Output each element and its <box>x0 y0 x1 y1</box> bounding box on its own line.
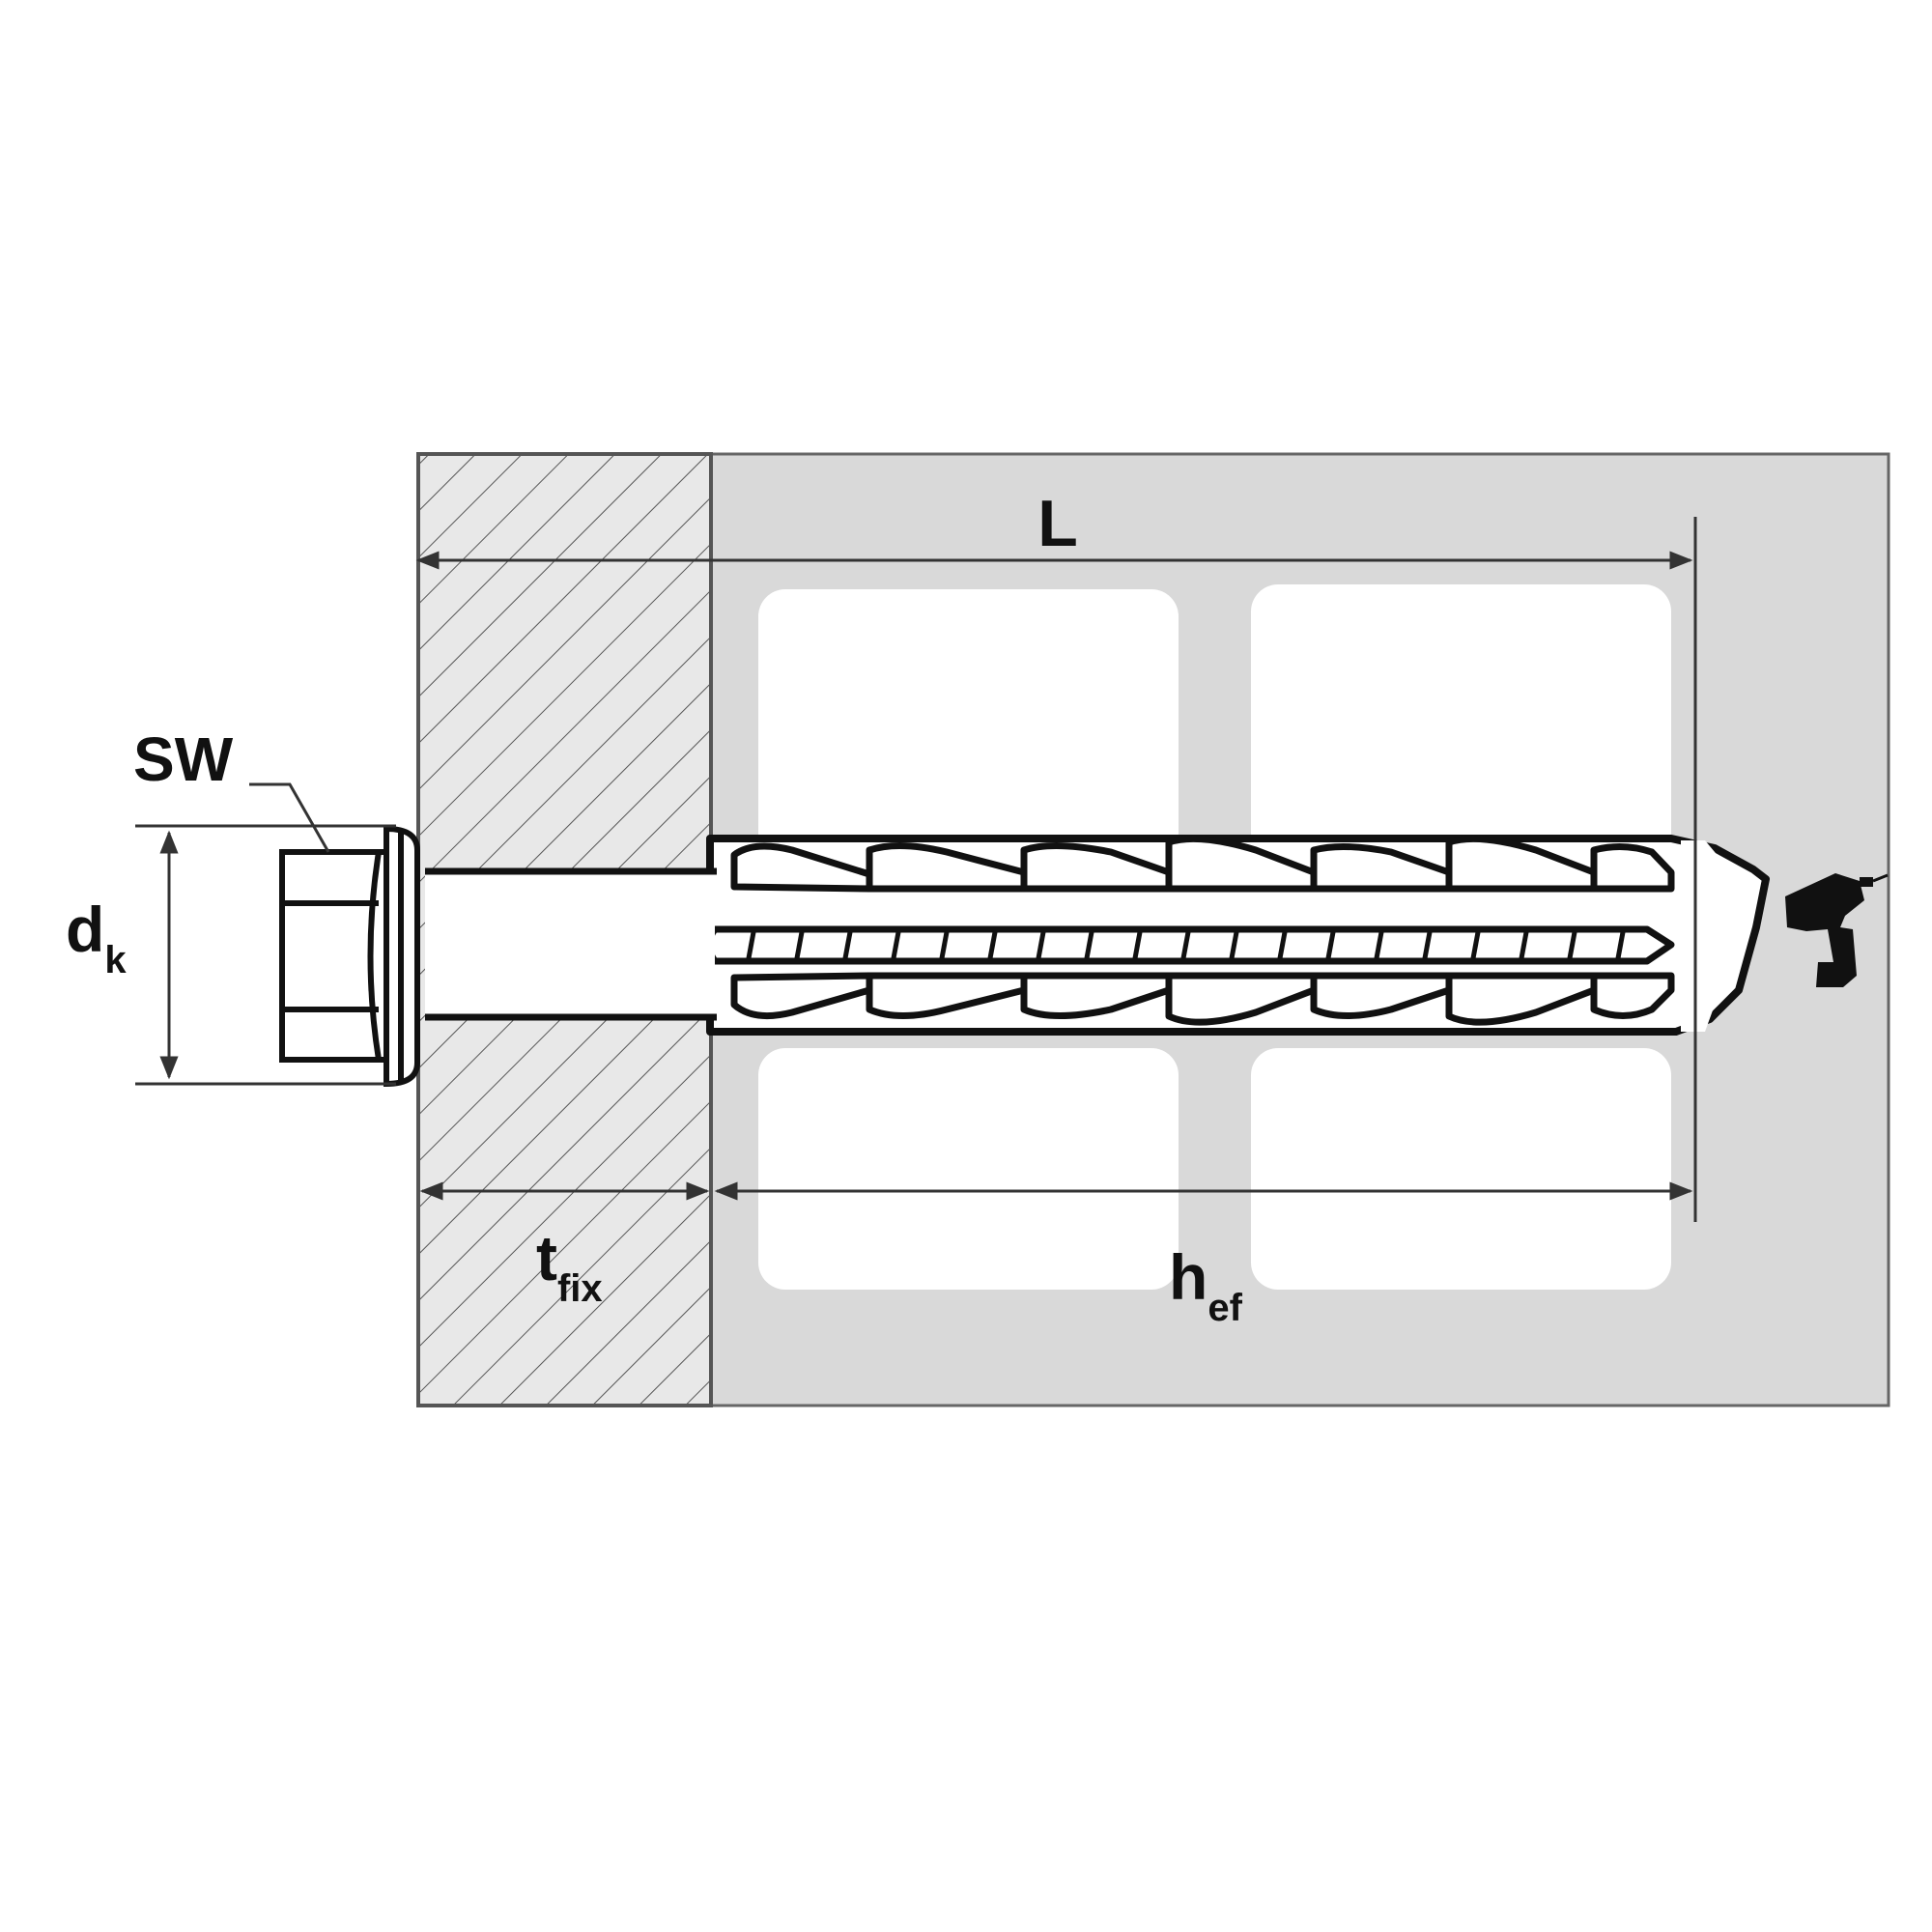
label-embedment-depth-main: h <box>1169 1241 1208 1313</box>
brick-cavity-top-right <box>1251 584 1671 860</box>
label-length: L <box>1037 487 1078 560</box>
screw-shank <box>425 867 717 1021</box>
label-head-diameter-main: d <box>66 894 104 965</box>
brick-cavity-bottom-right <box>1251 1048 1671 1290</box>
brick-cavity-bottom-left <box>758 1048 1179 1290</box>
label-embedment-depth-sub: ef <box>1208 1287 1242 1329</box>
hex-head-body <box>279 849 406 1063</box>
label-fixture-thickness-sub: fix <box>557 1267 603 1310</box>
label-head-diameter: dk <box>66 894 127 981</box>
plug-slot-ribs <box>746 931 1626 959</box>
label-fixture-thickness-main: t <box>536 1222 557 1293</box>
plug-upper-teeth <box>730 835 1675 893</box>
plug-tip <box>1681 840 1753 1032</box>
hex-head <box>279 825 420 1088</box>
leader-wrench-size <box>249 782 330 853</box>
dimension-head-diameter <box>135 824 396 1086</box>
anchor-plug <box>705 835 1770 1036</box>
brick-cavity-top-left <box>758 589 1179 860</box>
label-wrench-size: SW <box>133 724 234 794</box>
plug-lower-teeth <box>730 972 1675 1026</box>
drill-icon <box>1785 873 1889 987</box>
label-embedment-depth: hef <box>1169 1241 1243 1329</box>
label-head-diameter-sub: k <box>104 939 127 981</box>
label-fixture-thickness: tfix <box>536 1222 603 1310</box>
dimension-length <box>415 517 1697 1222</box>
